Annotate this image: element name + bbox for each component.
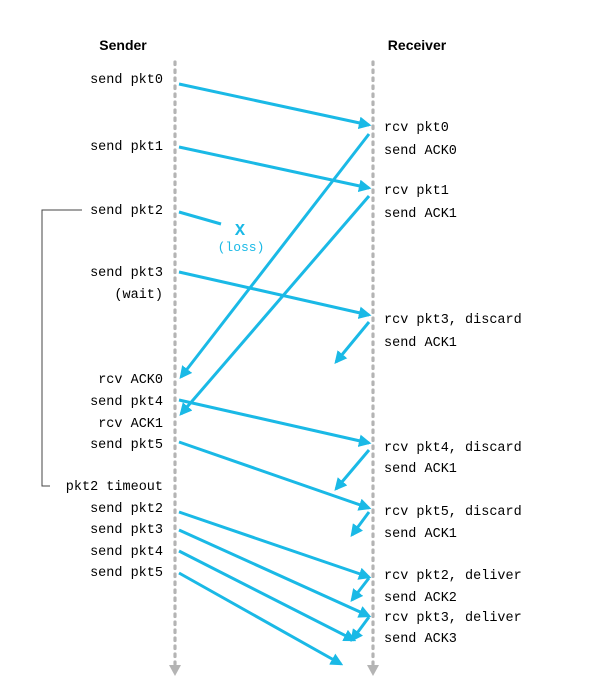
- pkt2-retx-arrow: [178, 510, 372, 580]
- receiver-event: send ACK2: [384, 591, 457, 606]
- receiver-event: rcv pkt1: [384, 184, 449, 199]
- ack2-arrow: [350, 577, 371, 602]
- sender-event: send pkt2: [90, 204, 163, 219]
- receiver-header: Receiver: [388, 37, 447, 53]
- sender-event: send pkt4: [90, 545, 163, 560]
- pkt5-arrow: [178, 440, 372, 511]
- sender-header: Sender: [99, 37, 147, 53]
- receiver-event: send ACK3: [384, 632, 457, 647]
- pkt0-arrow: [178, 82, 372, 130]
- data-packet-arrows: [178, 82, 372, 666]
- loss-label: (loss): [218, 240, 265, 255]
- ack3-arrow: [350, 616, 371, 643]
- ack1-dup-arrow-3: [350, 511, 371, 538]
- sender-event: pkt2 timeout: [66, 480, 163, 495]
- receiver-timeline-arrowhead: [367, 665, 379, 676]
- receiver-event: rcv pkt2, deliver: [384, 569, 522, 584]
- sender-event: (wait): [114, 288, 163, 303]
- receiver-event: rcv pkt3, discard: [384, 313, 522, 328]
- ack1-dup-arrow-1: [334, 321, 371, 364]
- receiver-event: send ACK0: [384, 144, 457, 159]
- timeout-bracket: [41, 209, 82, 487]
- sender-timeline-arrowhead: [169, 665, 181, 676]
- pkt1-arrow: [178, 145, 372, 193]
- sender-event: send pkt5: [90, 438, 163, 453]
- sender-event: send pkt2: [90, 502, 163, 517]
- sender-event: rcv ACK1: [98, 417, 163, 432]
- sender-event: send pkt0: [90, 73, 163, 88]
- receiver-event: rcv pkt0: [384, 121, 449, 136]
- pkt3-retx-arrow: [178, 528, 372, 618]
- pkt4-arrow: [178, 398, 372, 447]
- ack-arrows: [179, 133, 371, 643]
- ack1-dup-arrow-2: [334, 449, 371, 491]
- receiver-event: rcv pkt3, deliver: [384, 611, 522, 626]
- pkt2-lost-segment: [178, 210, 222, 226]
- receiver-event: rcv pkt4, discard: [384, 441, 522, 456]
- receiver-event: rcv pkt5, discard: [384, 505, 522, 520]
- pkt4-retx-arrow: [178, 549, 357, 642]
- sender-event: send pkt5: [90, 566, 163, 581]
- sender-event: rcv ACK0: [98, 373, 163, 388]
- sender-event: send pkt3: [90, 523, 163, 538]
- receiver-event: send ACK1: [384, 207, 457, 222]
- ack0-arrow: [179, 133, 371, 379]
- sender-event: send pkt4: [90, 395, 163, 410]
- ack1-arrow: [179, 195, 371, 416]
- pkt5-retx-arrow: [178, 571, 344, 666]
- loss-marker: X: [235, 222, 246, 241]
- sender-event: send pkt3: [90, 266, 163, 281]
- pkt3-arrow: [178, 270, 372, 319]
- sender-event: send pkt1: [90, 140, 163, 155]
- receiver-event: send ACK1: [384, 462, 457, 477]
- receiver-event: send ACK1: [384, 527, 457, 542]
- receiver-event: send ACK1: [384, 336, 457, 351]
